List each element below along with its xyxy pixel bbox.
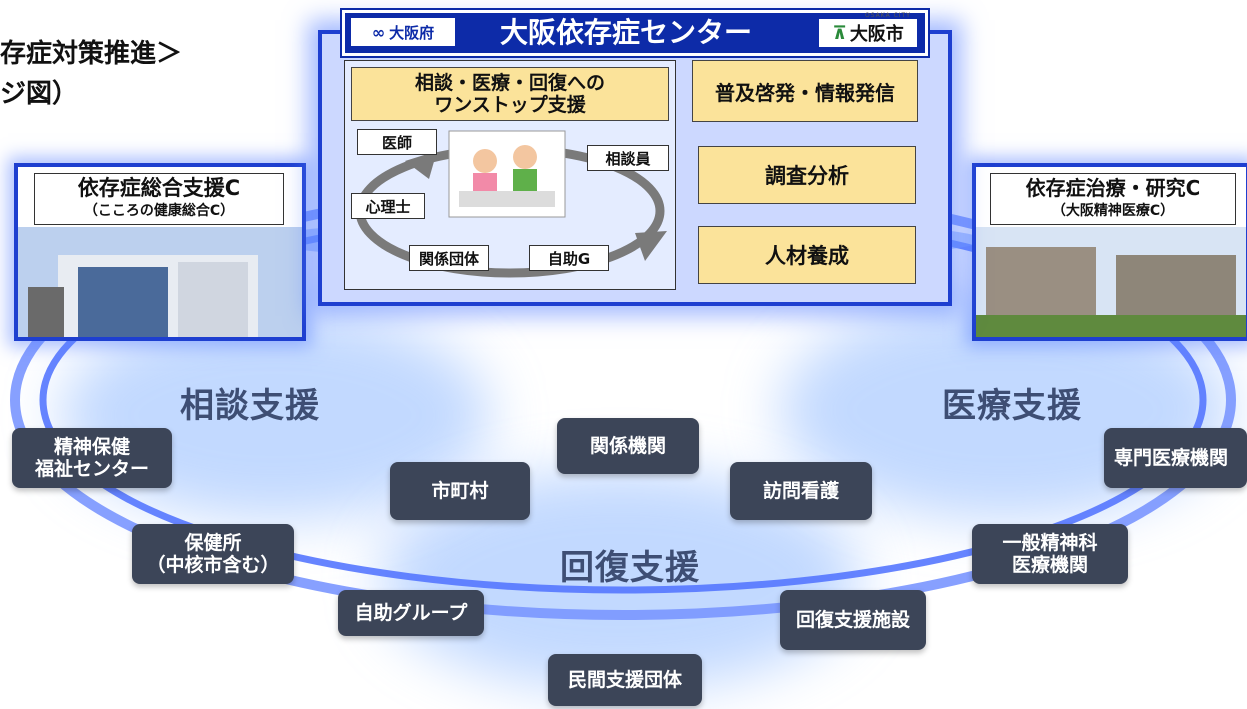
building-left	[986, 247, 1096, 317]
one-stop-heading: 相談・医療・回復への ワンストップ支援	[351, 67, 669, 121]
page-title-line1: 存症対策推進＞	[0, 39, 183, 69]
city-small-label: OSAKA CITY	[865, 12, 911, 19]
left-center-building-photo	[18, 227, 302, 337]
org-general-psychiatric: 一般精神科 医療機関	[972, 524, 1128, 584]
org-mental-health-welfare-center: 精神保健 福祉センター	[12, 428, 172, 488]
pref-logo-icon: ∞	[371, 22, 386, 42]
org-self-help-group: 自助グループ	[338, 590, 484, 636]
pref-logo: ∞ 大阪府	[351, 18, 455, 46]
center-header: ∞ 大阪府 大阪依存症センター ⊼ 大阪市 OSAKA CITY	[342, 10, 928, 56]
zone-consult-label: 相談支援	[180, 386, 320, 426]
zone-recovery-label: 回復支援	[560, 548, 700, 588]
org-recovery-facility: 回復支援施設	[780, 590, 926, 650]
illustration-person-1	[473, 149, 497, 173]
function-research: 調査分析	[698, 146, 916, 204]
tree	[28, 287, 64, 337]
org-private-support: 民間支援団体	[548, 654, 702, 706]
city-logo-icon: ⊼	[832, 22, 847, 44]
illustration-person-2	[513, 145, 537, 169]
city-label: 大阪市	[849, 24, 904, 45]
function-training: 人材養成	[698, 226, 916, 284]
function-awareness: 普及啓発・情報発信	[692, 60, 918, 122]
left-center-name: 依存症総合支援C	[77, 176, 241, 200]
building-glass	[78, 267, 168, 337]
org-specialized-medical: 専門医療機関	[1104, 428, 1247, 488]
page-title-line2: ジ図）	[0, 79, 79, 109]
left-center-sub: （こころの健康総合C）	[83, 203, 235, 219]
page-title: 存症対策推進＞ ジ図）	[0, 34, 182, 114]
one-stop-line2: ワンストップ支援	[434, 94, 586, 116]
role-related-groups: 関係団体	[409, 245, 489, 271]
role-counselor: 相談員	[587, 145, 669, 171]
right-center-label: 依存症治療・研究C （大阪精神医療C）	[990, 173, 1236, 225]
arrow-head-left	[405, 151, 437, 179]
right-center-building-photo	[976, 227, 1246, 337]
org-home-nursing: 訪問看護	[730, 462, 872, 520]
city-logo: ⊼ 大阪市	[819, 19, 917, 47]
org-municipality: 市町村	[390, 462, 530, 520]
illustration-desk	[459, 191, 555, 207]
org-related-agencies: 関係機関	[557, 418, 699, 474]
illustration-body-1	[473, 173, 497, 195]
building-wing	[178, 262, 248, 337]
right-center-panel: 依存症治療・研究C （大阪精神医療C）	[972, 163, 1247, 341]
zone-medical-label: 医療支援	[942, 386, 1082, 426]
role-doctor: 医師	[357, 129, 437, 155]
building-right	[1116, 255, 1236, 317]
arrow-head-right	[635, 231, 667, 261]
center-title: 大阪依存症センター	[499, 16, 752, 49]
right-center-name: 依存症治療・研究C	[1025, 176, 1201, 200]
role-self-help: 自助G	[529, 245, 609, 271]
left-center-label: 依存症総合支援C （こころの健康総合C）	[34, 173, 284, 225]
one-stop-line1: 相談・医療・回復への	[414, 72, 605, 94]
one-stop-panel: 相談・医療・回復への ワンストップ支援 医師 相談員 心理士 関係団体 自助G	[344, 60, 676, 290]
org-health-center: 保健所 （中核市含む）	[132, 524, 294, 584]
role-psychologist: 心理士	[351, 193, 425, 219]
left-center-panel: 依存症総合支援C （こころの健康総合C）	[14, 163, 306, 341]
pref-label: 大阪府	[389, 23, 435, 42]
illustration-body-2	[513, 169, 537, 195]
right-center-sub: （大阪精神医療C）	[1051, 203, 1175, 219]
lawn	[976, 315, 1246, 337]
